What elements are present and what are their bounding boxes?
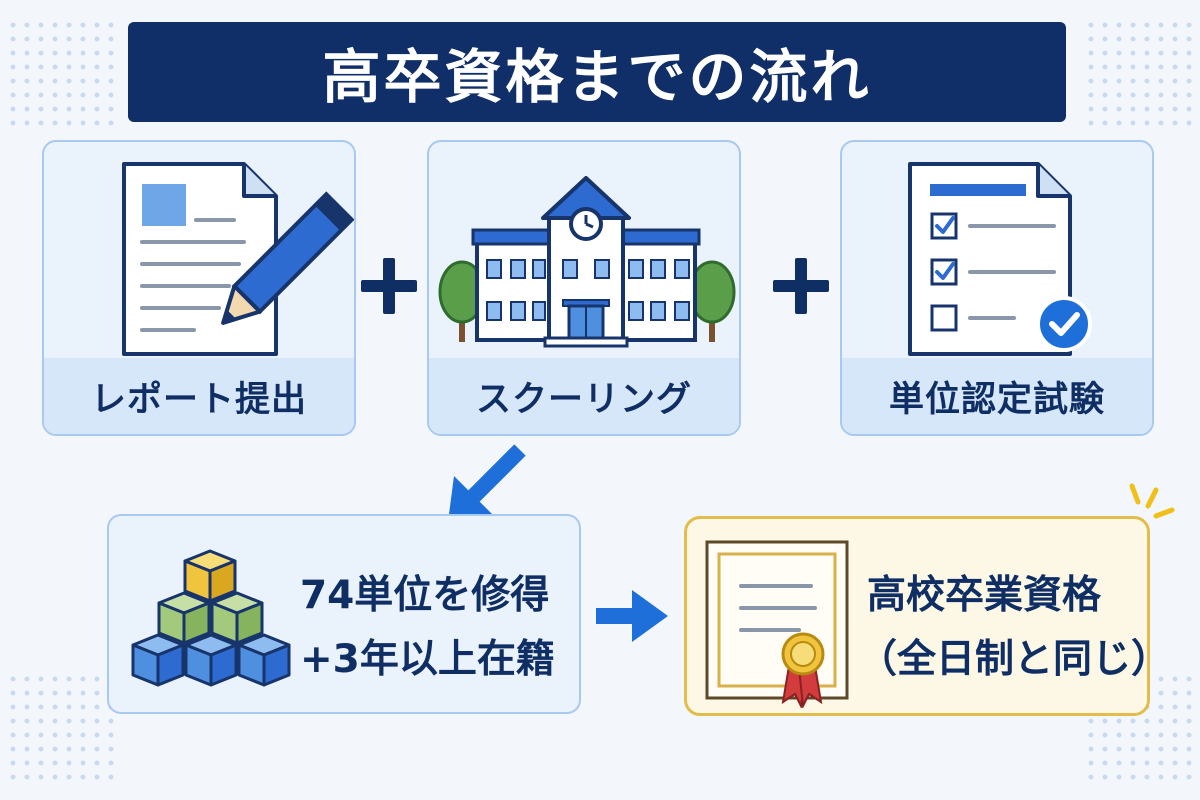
- certificate-ribbon-icon: [705, 540, 849, 708]
- title-banner: 高卒資格までの流れ: [128, 22, 1066, 122]
- plus-icon-1: [361, 258, 417, 314]
- requirement-line-enrollment: +3年以上在籍: [300, 637, 555, 682]
- arrow-right-icon: [596, 590, 668, 642]
- step-label-exam: 単位認定試験: [842, 358, 1152, 434]
- sparkle-icon: [1129, 483, 1175, 519]
- decorative-dots-top-left: [6, 18, 116, 128]
- decorative-dots-top-right: [1084, 18, 1194, 128]
- step-label-schooling: スクーリング: [429, 358, 739, 434]
- plus-icon-2: [773, 258, 829, 314]
- result-line-note: （全日制と同じ）: [858, 637, 1171, 682]
- arrow-down-left-icon: [448, 444, 526, 522]
- requirement-line-credits: 74単位を修得: [300, 573, 550, 618]
- step-label-report: レポート提出: [44, 358, 354, 434]
- step-card-schooling: スクーリング: [427, 140, 741, 436]
- stacked-cubes-icon: [131, 549, 291, 687]
- school-building-icon: [438, 176, 736, 348]
- page-title: 高卒資格までの流れ: [322, 43, 872, 111]
- checklist-exam-icon: [908, 162, 1092, 356]
- step-card-report: レポート提出: [42, 140, 356, 436]
- report-pencil-icon: [122, 162, 354, 356]
- step-card-exam: 単位認定試験: [840, 140, 1154, 436]
- decorative-dots-bottom-left: [6, 672, 116, 782]
- result-line-title: 高校卒業資格: [867, 573, 1102, 618]
